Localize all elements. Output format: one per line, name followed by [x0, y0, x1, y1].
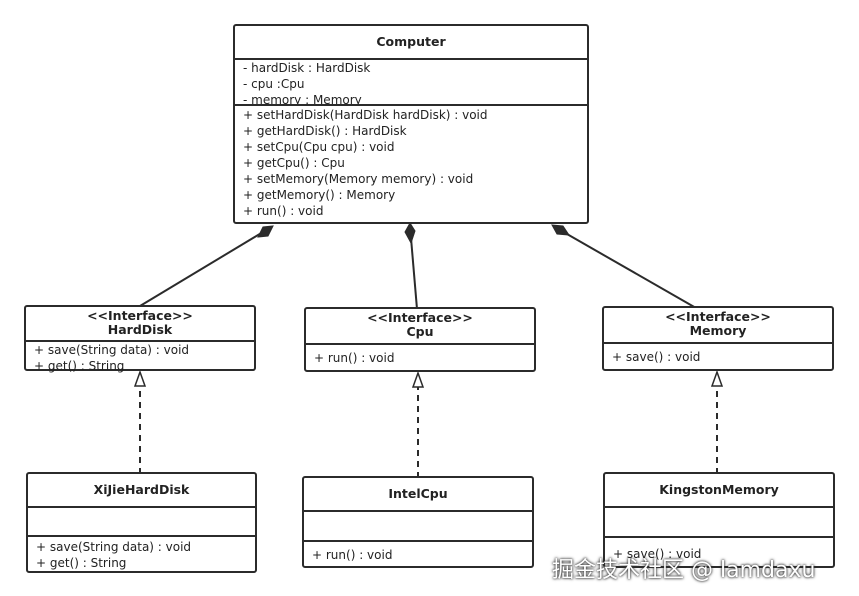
class-kingstonmemory-operations: + save() : void [605, 536, 833, 564]
class-computer[interactable]: Computer - hardDisk : HardDisk - cpu :Cp… [233, 24, 589, 224]
class-memory-name: Memory [689, 323, 747, 338]
class-intelcpu-name: IntelCpu [388, 486, 448, 501]
operation: + save(String data) : void [34, 343, 190, 357]
operation: + save() : void [613, 547, 702, 561]
stereotype-label: <<Interface>> [367, 310, 473, 325]
class-harddisk-name: HardDisk [107, 322, 173, 337]
composition-diamond-cpu [404, 222, 416, 245]
attribute: - memory : Memory [243, 93, 362, 104]
class-xijieharddisk[interactable]: XiJieHardDisk + save(String data) : void… [26, 472, 257, 573]
operation: + getMemory() : Memory [243, 188, 396, 202]
class-memory-header: <<Interface>> Memory [604, 308, 832, 342]
class-cpu-name: Cpu [406, 324, 434, 339]
class-harddisk-header: <<Interface>> HardDisk [26, 307, 254, 340]
attribute: - hardDisk : HardDisk [243, 61, 371, 75]
operation: + save(String data) : void [36, 540, 192, 554]
class-harddisk[interactable]: <<Interface>> HardDisk + save(String dat… [24, 305, 256, 373]
class-intelcpu-operations: + run() : void [304, 540, 532, 565]
realization-arrow-memory [710, 369, 724, 387]
operation: + run() : void [243, 204, 324, 218]
operation: + save() : void [612, 350, 701, 364]
class-xijieharddisk-name: XiJieHardDisk [93, 482, 190, 497]
class-xijieharddisk-operations: + save(String data) : void + get() : Str… [28, 535, 255, 573]
composition-computer-memory [559, 229, 697, 309]
realization-arrow-cpu [411, 370, 425, 388]
class-computer-attributes: - hardDisk : HardDisk - cpu :Cpu - memor… [235, 58, 587, 104]
stereotype-label: <<Interface>> [87, 308, 193, 323]
composition-computer-cpu [410, 237, 418, 310]
class-xijieharddisk-attributes [28, 506, 255, 535]
attribute: - cpu :Cpu [243, 77, 305, 91]
realization-arrow-harddisk [133, 369, 147, 387]
class-computer-operations: + setHardDisk(HardDisk hardDisk) : void … [235, 104, 587, 221]
operation: + get() : String [34, 359, 125, 373]
class-kingstonmemory[interactable]: KingstonMemory + save() : void [603, 472, 835, 568]
operation: + run() : void [312, 548, 393, 562]
composition-diamond-harddisk [257, 225, 274, 238]
operation: + setHardDisk(HardDisk hardDisk) : void [243, 108, 488, 122]
class-intelcpu-attributes [304, 510, 532, 540]
class-harddisk-operations: + save(String data) : void + get() : Str… [26, 340, 254, 376]
operation: + get() : String [36, 556, 127, 570]
class-kingstonmemory-name: KingstonMemory [659, 482, 779, 497]
class-cpu-header: <<Interface>> Cpu [306, 309, 534, 343]
watermark-text: 掘金技术社区 @ lamdaxu [552, 558, 816, 583]
composition-diamond-memory [551, 224, 570, 236]
class-cpu-operations: + run() : void [306, 343, 534, 368]
class-computer-name: Computer [376, 34, 446, 49]
operation: + run() : void [314, 351, 395, 365]
operation: + setCpu(Cpu cpu) : void [243, 140, 395, 154]
composition-computer-harddisk [139, 228, 269, 307]
class-memory[interactable]: <<Interface>> Memory + save() : void [602, 306, 834, 371]
class-cpu[interactable]: <<Interface>> Cpu + run() : void [304, 307, 536, 372]
operation: + getHardDisk() : HardDisk [243, 124, 407, 138]
class-kingstonmemory-attributes [605, 506, 833, 536]
operation: + setMemory(Memory memory) : void [243, 172, 474, 186]
class-intelcpu[interactable]: IntelCpu + run() : void [302, 476, 534, 568]
operation: + getCpu() : Cpu [243, 156, 345, 170]
stereotype-label: <<Interface>> [665, 309, 771, 324]
class-memory-operations: + save() : void [604, 342, 832, 367]
